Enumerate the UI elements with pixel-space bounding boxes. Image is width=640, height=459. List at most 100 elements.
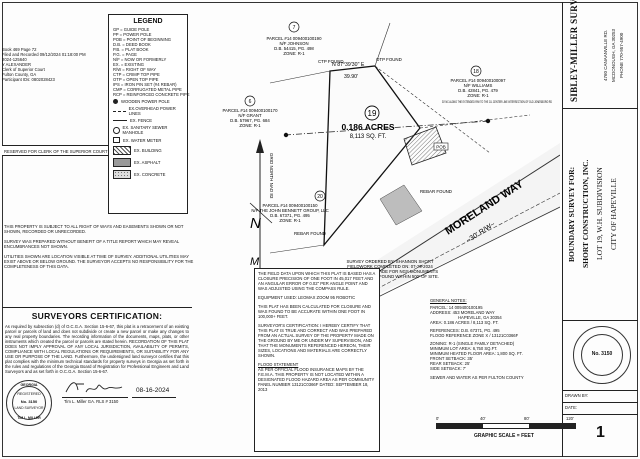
survey-for-label: BOUNDARY SURVEY FOR: [567,166,576,262]
legend-symbols: WOODEN POWER POLE EX.OVERHEAD POWER LINE… [109,99,187,179]
certification-body: As required by subsection (d) of O.C.G.A… [5,324,189,374]
legend-abbreviations: GP = GUIDE POLE PP = POWER POLE POB = PO… [109,25,190,99]
legend-box: LEGEND GP = GUIDE POLE PP = POWER POLE P… [108,14,190,214]
equipment-note: EQUIPMENT USED: LEOMAX ZOOM 95 ROBOTIC [258,295,356,300]
seal-number: No. 3150 [591,351,613,357]
recording-line: Clerk of Superior Court [2,67,45,72]
certification-title: SURVEYORS CERTIFICATION: [31,311,163,321]
power-pole-icon [113,99,118,104]
legend-item: RCP = REINFORCED CONCRETE PIPE [113,92,190,97]
seal-text: TIM L. MILLER [17,416,41,420]
lot-number: 19 [368,109,377,118]
recording-info: Book 469 Page 72 Filed and Recorded 09/1… [2,47,102,82]
firm-name: SIBLEY-MILLER SURVEYING & PLANNING INC. [569,0,579,102]
recording-line: Filed and Recorded 09/12/2024 01:18:00 P… [2,52,86,57]
parcel-text: PARCEL #14 009400100097 [451,78,507,83]
recording-line: 2024-125640 [2,57,27,62]
lot-note: 30' NC ALONG THE EXTENDED R/W TO THE C/L… [442,99,552,104]
clerk-reserved-text: RESERVED FOR CLERK OF THE SUPERIOR COURT [4,149,108,154]
signer-name: Tim L. Miller GA. RLS # 3150 [64,399,119,404]
closure-note: THE FIELD DATA UPON WHICH THIS PLAT IS B… [258,271,376,291]
power-pole-icon [283,132,289,138]
boundary-dashed-line [419,114,531,129]
general-note-line: PARCEL: 14 009400100195 [430,305,483,310]
center-notes-box: THE FIELD DATA UPON WHICH THIS PLAT IS B… [254,268,380,452]
recording-line: Participant IDs: 0802028423 [2,77,55,82]
parcel-7-label: PARCEL #14 009400100190 N/F JOHNSON D.B.… [267,36,323,56]
signature-line [62,397,128,398]
otp-label: OTP FOUND [376,57,402,62]
parcel-number: 6 [249,99,252,105]
parcel-text: D.B. 54415, PG. 498 [274,46,314,51]
note-item: UTILITIES SHOWN ARE LOCATION VISIBLE AT … [4,254,194,269]
general-note-line: AREA: 0.186 ACRES / 8,113 SQ. FT. [430,320,499,325]
parcel-text: D.B. 42841, PG. 479 [458,88,498,93]
neighbor-line [269,244,325,254]
north-m-label: M [250,256,260,268]
seal-inner-ring [12,386,46,420]
fence-icon [113,120,127,121]
parcel-text: ZONE: R-1 [279,218,301,223]
parcel-text: D.B. 67371, PG. 495 [270,213,310,218]
date-line [132,397,176,398]
firm-box: SIBLEY-MILLER SURVEYING & PLANNING INC. … [563,0,638,109]
legend-symbol-row: EX. FENCE [113,118,183,123]
general-note-line: MINIMUM LOT AREA: 6,750 SQ.FT. [430,346,498,351]
legend-item: P.B. = PLAT BOOK [113,47,149,52]
note-item: THIS PROPERTY IS SUBJECT TO ALL RIGHT OF… [4,224,184,234]
ordered-text: FIELDWORK COMPLETED ON: 07-29-2024 [347,264,433,269]
legend-item: D.B. = DEED BOOK [113,42,151,47]
title-seal-icon: No. 3150 [573,326,631,384]
parcel-number-circle [288,21,300,33]
general-notes-list: PARCEL: 14 009400100195 ADDRESS: 453 MOR… [430,305,570,371]
signature [65,382,123,393]
drawn-by-label: DRAWN BY: [565,393,589,398]
seal-text: No. 3150 [20,399,38,404]
general-note-line: FRONT SETBACK: 35' [430,356,473,361]
parcel-text: D.B. 57967, PG. 684 [230,118,270,123]
parcel-text: PARCEL #14 009400100150 [263,203,319,208]
distance-label: 39.90' [344,74,358,80]
general-note-line: REAR SETBACK: 25' [430,361,471,366]
firm-address-line: MCDONOUGH, GA 30253 [611,28,616,82]
survey-info-box: BOUNDARY SURVEY FOR: SHORT CONSTRUCTION,… [563,108,638,321]
legend-symbol-label: EX. FENCE [130,118,153,123]
asphalt-fill-icon [113,158,131,167]
parcel-18-label: PARCEL #14 009400100097 N/F WILLIAMS D.B… [451,78,507,98]
neighbor-line [374,22,391,67]
lot-sqft: 8,113 SQ. FT. [350,134,387,140]
date-label: DATE: [565,405,578,410]
surveyor-cert-note: SURVEYOR'S CERTIFICATION: I HEREBY CERTI… [258,323,374,358]
parcel-text: PARCEL #14 009400100170 [223,108,279,113]
scale-mark: 120' [566,416,574,421]
north-arrow-icon [249,139,273,271]
scale-mark: 80' [524,416,530,421]
parcel-text: ZONE: R-1 [467,93,489,98]
legend-item: OTP = OPEN TOP PIPE [113,77,159,82]
lot-note-text: 30' NC ALONG THE EXTENDED R/W TO THE C/L… [442,99,552,104]
flood-note: AS PER OFFICIAL FLOOD INSURANCE MAPS BY … [258,367,375,392]
general-notes: GENERAL NOTES: PARCEL: 14 009400100195 A… [430,298,570,380]
flood-title: FLOOD STATEMENT [258,362,299,367]
building-footprint [403,126,447,166]
calc-note: THIS PLAT HAS BEEN CALCULATED FOR CLOSUR… [258,304,371,319]
note-item: SURVEY WAS PREPARED WITHOUT BENEFIT OF A… [4,239,180,249]
general-note-line: MINIMUM HEATED FLOOR AREA: 1,800 SQ. FT. [430,351,523,356]
ordered-text: AND NONE WERE FOUND WITHIN 500' OF SITE. [341,274,439,279]
legend-item: IPS = IRON PIN SET (#4 REBAR) [113,82,177,87]
plat-drawing: MORELAND WAY ~30' R/W~ 19 0.186 ACRES 8,… [223,21,560,303]
scale-segment [529,424,575,428]
date-row: DATE: [563,402,638,415]
parcel-text: PARCEL #14 009400100190 [267,36,323,41]
left-notes: THIS PROPERTY IS SUBJECT TO ALL RIGHT OF… [4,224,194,269]
legend-symbol-row: EX. SANITARY SEWER MANHOLE [113,125,183,135]
parcel-text: N/F GRANT [238,113,262,118]
sheet-number-box: 1 [563,414,638,457]
legend-symbol-row: WOODEN POWER POLE [113,99,183,104]
rebar-label: REBAR FOUND [420,189,452,194]
legend-item: CMP = CORRUGATED METAL PIPE [113,87,182,92]
parcel-6-label: PARCEL #14 009400100170 N/F GRANT D.B. 5… [223,108,279,128]
boundary-dashed-line [374,65,491,154]
legend-symbol-row: EX. WATER METER [113,137,183,143]
title-block: SIBLEY-MILLER SURVEYING & PLANNING INC. … [562,0,638,457]
